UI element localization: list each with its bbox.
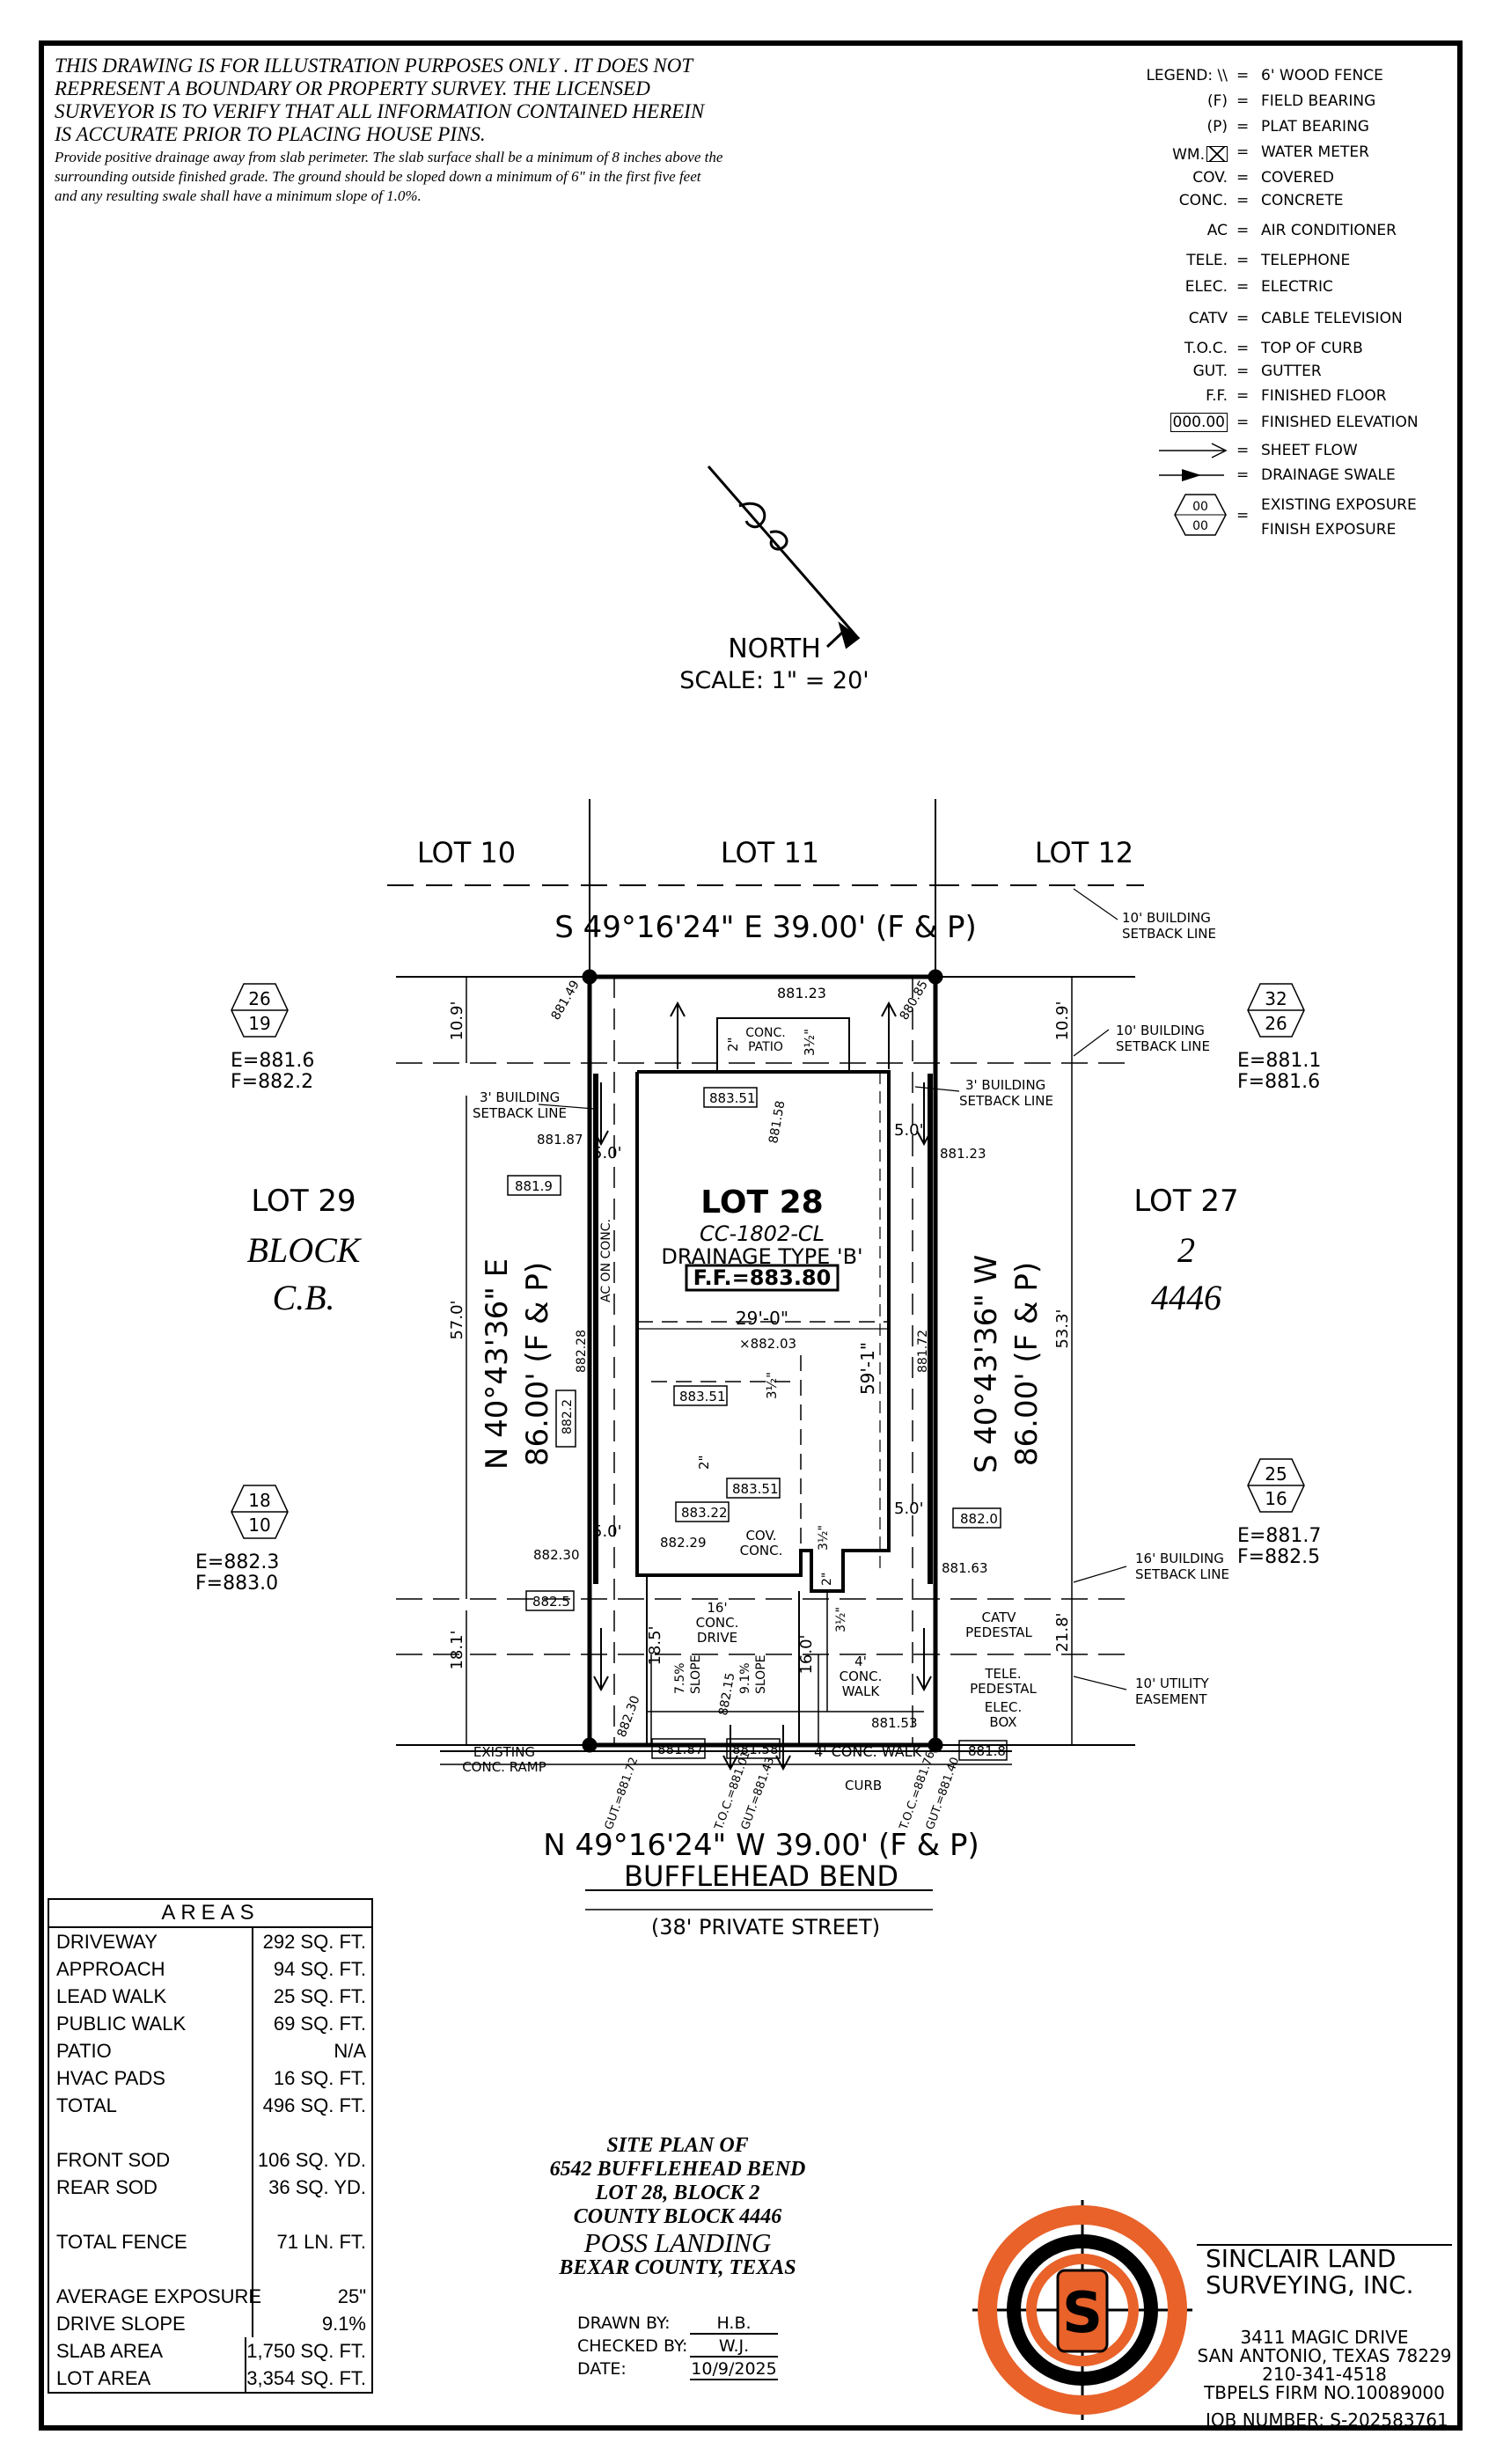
water-meter-icon: [1206, 146, 1228, 162]
legend-row: TELE.=TELEPHONE: [1186, 252, 1351, 269]
elevation-box-icon: 000.00: [1170, 413, 1228, 432]
logo-letter: S: [1062, 2281, 1103, 2346]
legend-row: LEGEND: \\ =6' WOOD FENCE: [1146, 67, 1383, 84]
legend-row: AC=AIR CONDITIONER: [1206, 222, 1397, 239]
legend-title: LEGEND: \\: [1146, 67, 1228, 84]
legend-row: 000.00=FINISHED ELEVATION: [1096, 412, 1465, 440]
legend-row: =SHEET FLOW: [1096, 440, 1465, 465]
title-line: COUNTY BLOCK 4446: [573, 2205, 782, 2228]
title-line: BEXAR COUNTY, TEXAS: [559, 2256, 796, 2279]
legend-row: COV.=COVERED: [1192, 169, 1334, 187]
legend: LEGEND: \\ =6' WOOD FENCE (F)=FIELD BEAR…: [1096, 65, 1465, 544]
title-line: SITE PLAN OF: [606, 2134, 749, 2157]
areas-title: AREAS: [49, 1900, 371, 1928]
disclaimer-drainage-note: Provide positive drainage away from slab…: [55, 149, 723, 204]
legend-row: WM.=WATER METER: [1172, 143, 1369, 164]
legend-text: 6' WOOD FENCE: [1261, 67, 1383, 84]
date-value: 10/9/2025: [690, 2359, 778, 2380]
legend-row: FINISH EXPOSURE: [1261, 521, 1397, 539]
subdivision-name: POSS LANDING: [583, 2227, 772, 2258]
job-number: JOB NUMBER: S-202583761: [1206, 2409, 1448, 2431]
company-address: 3411 MAGIC DRIVE SAN ANTONIO, TEXAS 7822…: [1197, 2327, 1452, 2403]
disclaimer: THIS DRAWING IS FOR ILLUSTRATION PURPOSE…: [55, 55, 723, 206]
table-row: [49, 2119, 371, 2146]
disclaimer-upper: THIS DRAWING IS FOR ILLUSTRATION PURPOSE…: [55, 55, 705, 145]
table-row: [49, 2255, 371, 2283]
sheet-flow-arrow-icon: [1159, 443, 1228, 458]
title-line: 6542 BUFFLEHEAD BEND: [549, 2158, 806, 2181]
north-arrow-icon: [707, 466, 861, 649]
title-line: LOT 28, BLOCK 2: [595, 2182, 760, 2204]
target-logo-icon: S: [972, 2200, 1192, 2420]
checked-value: W.J.: [690, 2336, 778, 2358]
north-label: NORTH: [728, 634, 821, 664]
svg-text:00: 00: [1192, 500, 1208, 514]
legend-row: GUT.=GUTTER: [1192, 363, 1322, 380]
legend-row: (F)=FIELD BEARING: [1206, 92, 1376, 110]
drainage-swale-icon: [1159, 469, 1224, 481]
legend-row: (P)=PLAT BEARING: [1206, 118, 1369, 136]
title-block: SITE PLAN OF 6542 BUFFLEHEAD BEND LOT 28…: [493, 2134, 862, 2280]
drawn-label: DRAWN BY:: [577, 2314, 671, 2333]
table-row: [49, 2201, 371, 2228]
drawn-value: H.B.: [690, 2314, 778, 2335]
north-arrow: NORTH SCALE: 1" = 20': [679, 466, 869, 694]
company-logo: S: [972, 2200, 1192, 2420]
date-label: DATE:: [577, 2359, 627, 2379]
scale-label: SCALE: 1" = 20': [679, 667, 869, 694]
legend-row: CONC.=CONCRETE: [1178, 192, 1344, 209]
checked-label: CHECKED BY:: [577, 2336, 688, 2356]
legend-row: =DRAINAGE SWALE: [1096, 465, 1465, 495]
legend-row: ELEC.=ELECTRIC: [1184, 278, 1333, 296]
legend-row: CATV=CABLE TELEVISION: [1188, 310, 1403, 327]
svg-text:00: 00: [1192, 519, 1208, 533]
legend-row: F.F.=FINISHED FLOOR: [1206, 387, 1387, 405]
legend-row: T.O.C.=TOP OF CURB: [1184, 340, 1363, 357]
